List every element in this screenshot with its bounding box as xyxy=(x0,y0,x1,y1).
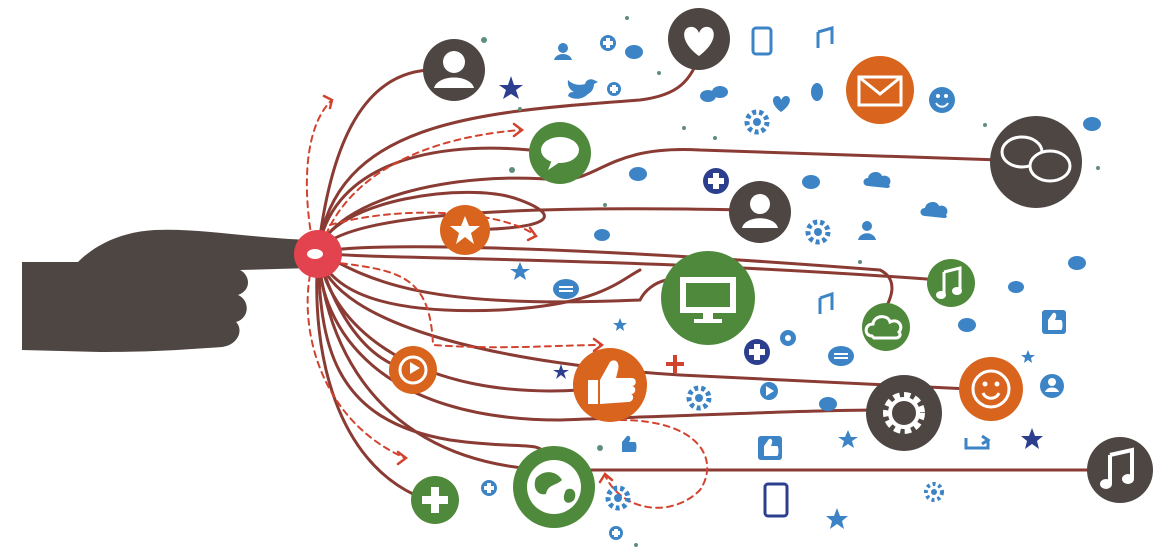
music-note-icon xyxy=(818,291,834,314)
gear-icon xyxy=(924,482,944,502)
mail-icon xyxy=(846,56,914,124)
speech-bubble-icon xyxy=(594,229,610,241)
cloud-icon xyxy=(862,303,910,351)
twitter-bird-icon xyxy=(567,79,598,99)
person-icon xyxy=(423,39,485,101)
dashed-arrows xyxy=(305,99,709,509)
plus-icon xyxy=(481,480,497,496)
gear-icon xyxy=(605,485,631,511)
arrow-heads xyxy=(322,94,614,484)
speech-bubble-icon xyxy=(712,86,728,98)
star-icon xyxy=(510,262,530,280)
speech-bubble-icon xyxy=(553,279,579,299)
plus-icon xyxy=(607,82,621,96)
smiley-icon xyxy=(929,87,955,113)
speech-bubble-icon xyxy=(802,175,820,189)
speech-bubble-icon xyxy=(625,45,643,59)
speech-bubble-icon xyxy=(958,318,976,332)
heart-icon xyxy=(668,8,730,70)
person-icon xyxy=(554,43,572,60)
globe-icon xyxy=(513,446,595,528)
speech-bubble-icon xyxy=(529,122,591,184)
plus-icon xyxy=(411,476,459,524)
thumbs-up-icon xyxy=(1042,310,1066,334)
fingernail xyxy=(307,249,323,259)
plus-icon xyxy=(609,526,623,540)
music-note-icon xyxy=(1087,437,1153,503)
star-icon xyxy=(440,205,490,255)
speech-bubble-icon xyxy=(1083,117,1101,131)
music-note-icon xyxy=(927,259,975,307)
dots xyxy=(481,16,1100,547)
music-note-icon xyxy=(816,26,834,48)
star-icon xyxy=(838,430,858,448)
user-icon xyxy=(1040,374,1064,398)
plus-icon xyxy=(600,35,616,51)
star-icon xyxy=(613,318,627,331)
speech-bubble-icon xyxy=(1008,281,1024,293)
star-icon xyxy=(499,76,523,99)
refresh-icon xyxy=(389,346,437,394)
plus-icon xyxy=(744,339,770,365)
user-icon xyxy=(729,181,791,243)
small-icons xyxy=(481,16,1101,547)
cloud-icon xyxy=(920,202,948,218)
star-icon xyxy=(826,508,848,529)
speech-bubble-icon xyxy=(700,90,716,102)
speech-bubbles-icon xyxy=(990,116,1082,208)
speech-bubble-icon xyxy=(811,83,823,101)
pointing-hand xyxy=(22,229,322,352)
cloud-icon xyxy=(863,172,891,188)
thumbs-up-icon xyxy=(573,348,647,422)
gear-icon xyxy=(686,385,712,411)
gear-icon xyxy=(744,109,770,135)
person-icon xyxy=(858,221,876,240)
speech-bubble-icon xyxy=(629,167,647,181)
gear-icon xyxy=(866,375,942,451)
thumbs-up-icon xyxy=(758,436,782,460)
phone-icon xyxy=(763,482,789,518)
thumbs-up-icon xyxy=(622,435,637,452)
speech-bubble-icon xyxy=(819,397,837,411)
refresh-icon xyxy=(964,434,991,450)
heart-icon xyxy=(772,96,790,112)
phone-icon xyxy=(751,26,773,56)
speech-bubble-icon xyxy=(828,346,854,366)
gear-icon xyxy=(805,219,831,245)
speech-bubble-icon xyxy=(1068,256,1086,270)
monitor-icon xyxy=(661,251,755,345)
smiley-icon xyxy=(959,357,1023,421)
star-icon xyxy=(553,364,569,379)
refresh-icon xyxy=(760,382,778,400)
plus-icon xyxy=(703,168,729,194)
star-icon xyxy=(1021,428,1043,449)
star-icon xyxy=(1021,350,1035,363)
plus-icon xyxy=(666,355,684,373)
gear-icon xyxy=(780,330,796,346)
